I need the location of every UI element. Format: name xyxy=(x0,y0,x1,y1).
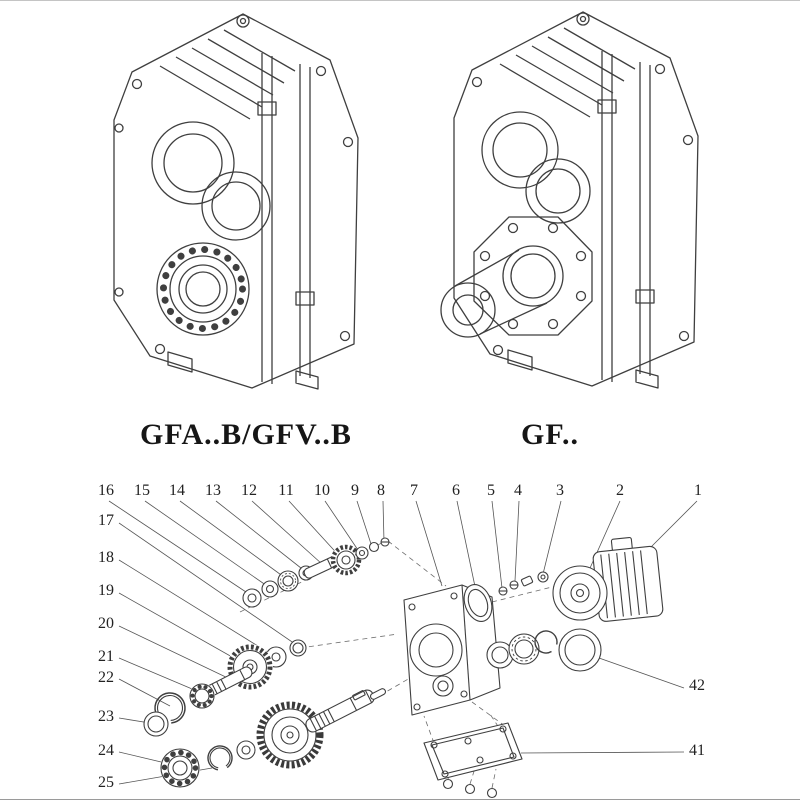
output-flange xyxy=(473,216,593,336)
callout-number: 5 xyxy=(487,482,495,499)
callout-number: 1 xyxy=(694,482,702,499)
fins xyxy=(499,27,636,118)
callout-number: 7 xyxy=(410,482,418,499)
callout-number: 8 xyxy=(377,482,385,499)
callout-number: 6 xyxy=(452,482,460,499)
exploded-view xyxy=(108,500,698,799)
cover-plate xyxy=(423,722,523,799)
output-shaft xyxy=(440,249,548,338)
scan-edge-top xyxy=(0,0,800,1)
callout-number: 19 xyxy=(98,582,114,599)
callout-number: 10 xyxy=(314,482,330,499)
callout-number: 3 xyxy=(556,482,564,499)
callout-number: 21 xyxy=(98,648,114,665)
callout-leader-lines xyxy=(108,500,698,785)
gearbox-drawing-gf xyxy=(440,11,699,389)
output-shaft-parts xyxy=(160,688,387,788)
callout-number: 18 xyxy=(98,549,114,566)
callout-number: 16 xyxy=(98,482,114,499)
callout-number: 12 xyxy=(241,482,257,499)
callout-number: 25 xyxy=(98,774,114,791)
callout-number: 9 xyxy=(351,482,359,499)
callout-number: 15 xyxy=(134,482,150,499)
callout-number: 41 xyxy=(689,742,705,759)
callout-number: 17 xyxy=(98,512,114,529)
callout-number: 23 xyxy=(98,708,114,725)
callout-number: 14 xyxy=(169,482,185,499)
callout-number: 24 xyxy=(98,742,114,759)
input-side-small-parts xyxy=(463,571,549,622)
gearbox-drawing-gfab xyxy=(113,13,359,390)
callout-number: 20 xyxy=(98,615,114,632)
model-caption-right: GF.. xyxy=(521,418,579,451)
input-shaft-parts xyxy=(242,537,390,608)
output-side-rings xyxy=(486,628,602,672)
callout-number: 4 xyxy=(514,482,522,499)
intermediate-shaft-parts xyxy=(143,639,307,737)
callout-number: 11 xyxy=(278,482,294,499)
callout-number: 42 xyxy=(689,677,705,694)
fins xyxy=(159,29,296,120)
callout-number: 2 xyxy=(616,482,624,499)
bearing-detail xyxy=(156,242,250,336)
callout-number: 13 xyxy=(205,482,221,499)
callout-number: 22 xyxy=(98,669,114,686)
motor-unit xyxy=(552,536,664,622)
model-caption-left: GFA..B/GFV..B xyxy=(140,418,352,451)
